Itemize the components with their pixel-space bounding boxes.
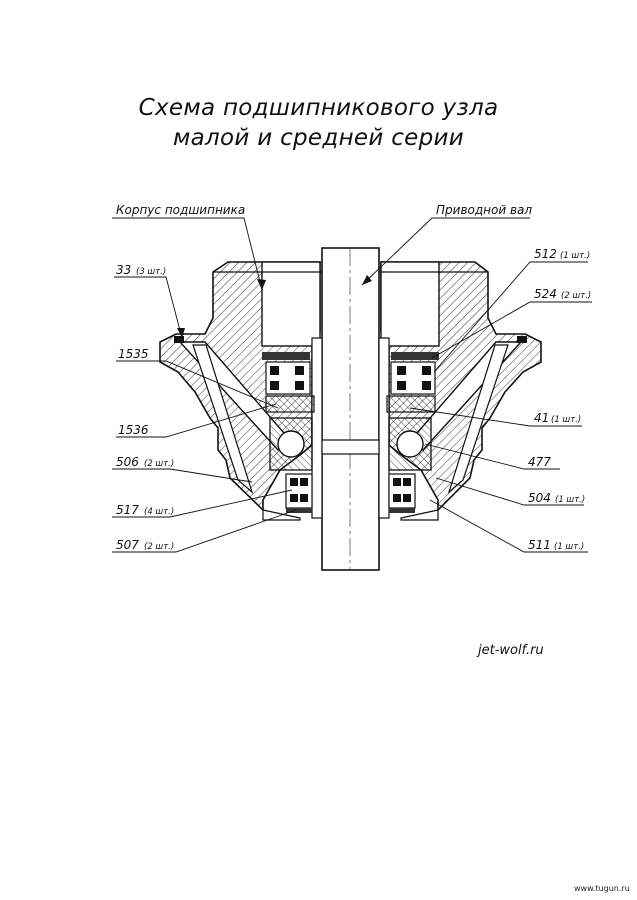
svg-text:524: 524: [534, 287, 557, 301]
svg-text:(1 шт.): (1 шт.): [554, 542, 584, 552]
svg-text:(2 шт.): (2 шт.): [561, 291, 591, 301]
svg-text:(4 шт.): (4 шт.): [144, 507, 174, 517]
shaft-caption: Приводной вал: [436, 203, 532, 217]
callout-41: 41 (1 шт.): [534, 411, 581, 425]
svg-text:33: 33: [116, 263, 131, 277]
site-credit: jet-wolf.ru: [476, 643, 544, 658]
svg-text:(2 шт.): (2 шт.): [144, 459, 174, 469]
svg-text:(1 шт.): (1 шт.): [560, 251, 590, 261]
callout-517: 517 (4 шт.): [116, 503, 174, 517]
callout-33: 33 (3 шт.): [116, 263, 166, 277]
callout-1535: 1535: [118, 347, 149, 361]
callout-507: 507 (2 шт.): [116, 538, 174, 552]
drawing-title-line-2: малой и средней серии: [172, 125, 465, 151]
svg-text:504: 504: [528, 491, 551, 505]
svg-text:41: 41: [534, 411, 549, 425]
drive-shaft: [311, 247, 390, 571]
watermark: www.tugun.ru: [574, 884, 630, 893]
callout-504: 504 (1 шт.): [528, 491, 585, 505]
drawing-title-line-1: Схема подшипникового узла: [138, 95, 499, 121]
leader-arrows: [177, 275, 372, 338]
callout-506: 506 (2 шт.): [116, 455, 174, 469]
svg-text:507: 507: [116, 538, 139, 552]
svg-text:517: 517: [116, 503, 139, 517]
svg-text:512: 512: [534, 247, 557, 261]
callout-477: 477: [528, 455, 551, 469]
callout-511: 511 (1 шт.): [528, 538, 584, 552]
callout-512: 512 (1 шт.): [534, 247, 590, 261]
svg-text:1535: 1535: [118, 347, 149, 361]
bearing-stack-right: [386, 352, 439, 513]
svg-text:506: 506: [116, 455, 139, 469]
callout-1536: 1536: [118, 423, 149, 437]
svg-text:(1 шт.): (1 шт.): [551, 415, 581, 425]
leader-lines: [112, 217, 592, 553]
svg-text:477: 477: [528, 455, 551, 469]
svg-text:(1 шт.): (1 шт.): [555, 495, 585, 505]
svg-text:(3 шт.): (3 шт.): [136, 267, 166, 277]
svg-text:511: 511: [528, 538, 551, 552]
callout-524: 524 (2 шт.): [534, 287, 591, 301]
housing-caption: Корпус подшипника: [116, 203, 245, 217]
svg-text:1536: 1536: [118, 423, 149, 437]
svg-text:(2 шт.): (2 шт.): [144, 542, 174, 552]
